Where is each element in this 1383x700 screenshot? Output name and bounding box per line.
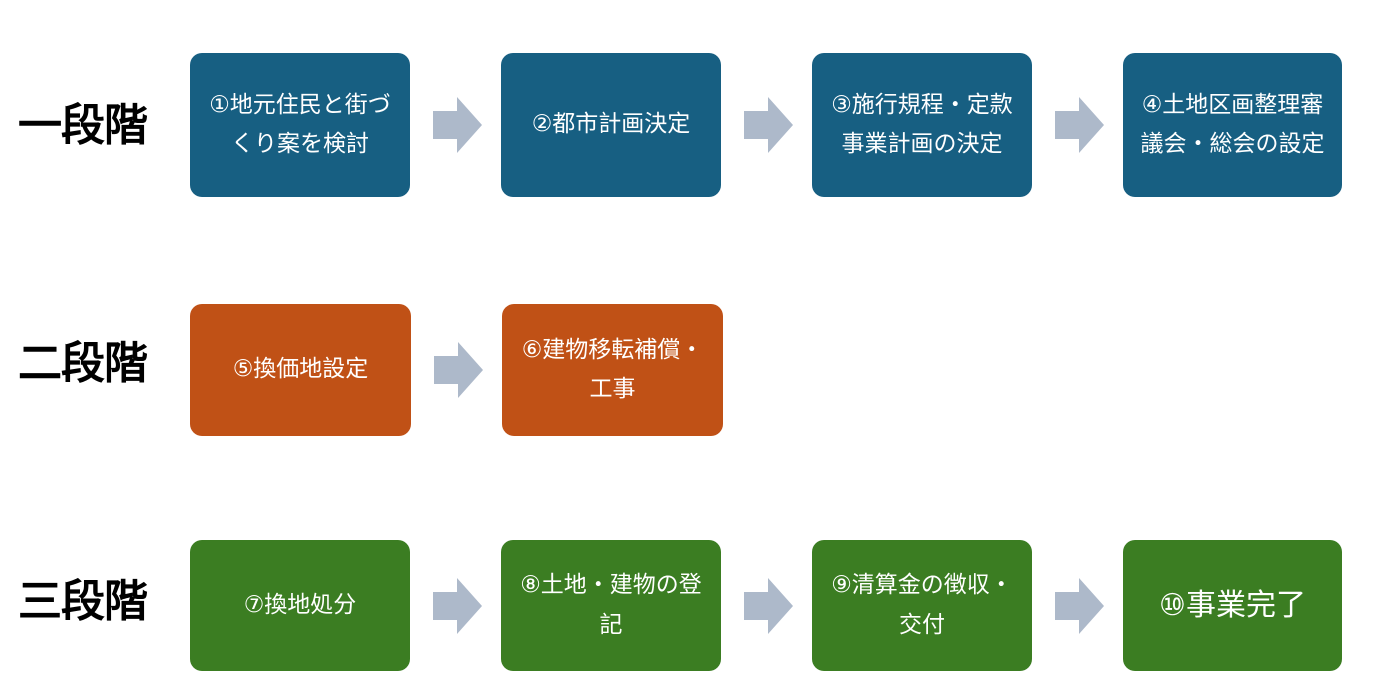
step-2-box: ②都市計画決定 — [501, 53, 721, 197]
step-1-box: ①地元住民と街づくり案を検討 — [190, 53, 410, 197]
step-4-box: ④土地区画整理審議会・総会の設定 — [1123, 53, 1342, 197]
arrow-right-icon — [744, 578, 793, 634]
step-1-text: ①地元住民と街づくり案を検討 — [209, 91, 391, 157]
step-10-text: ⑩事業完了 — [1159, 588, 1306, 623]
step-3-box: ③施行規程・定款事業計画の決定 — [812, 53, 1032, 197]
stage-3-label: 三段階 — [18, 576, 148, 627]
step-8-box: ⑧土地・建物の登記 — [501, 540, 721, 671]
step-10-box: ⑩事業完了 — [1123, 540, 1342, 671]
step-6-text: ⑥建物移転補償・工事 — [521, 336, 704, 402]
step-9-box: ⑨清算金の徴収・交付 — [812, 540, 1032, 671]
arrow-right-icon — [744, 97, 793, 153]
arrow-right-icon — [434, 342, 483, 398]
step-6-box: ⑥建物移転補償・工事 — [502, 304, 723, 436]
arrow-right-icon — [433, 97, 482, 153]
stage-2-label: 二段階 — [18, 338, 148, 389]
step-7-box: ⑦換地処分 — [190, 540, 410, 671]
step-7-text: ⑦換地処分 — [243, 591, 357, 618]
step-5-text: ⑤換価地設定 — [232, 356, 369, 383]
step-5-box: ⑤換価地設定 — [190, 304, 411, 436]
arrow-right-icon — [1055, 578, 1104, 634]
step-3-text: ③施行規程・定款事業計画の決定 — [831, 91, 1013, 157]
step-4-text: ④土地区画整理審議会・総会の設定 — [1140, 91, 1325, 157]
step-2-text: ②都市計画決定 — [531, 111, 691, 138]
arrow-right-icon — [1055, 97, 1104, 153]
stage-1-label: 一段階 — [18, 100, 148, 151]
step-9-text: ⑨清算金の徴収・交付 — [831, 572, 1013, 638]
step-8-text: ⑧土地・建物の登記 — [520, 572, 702, 638]
arrow-right-icon — [433, 578, 482, 634]
